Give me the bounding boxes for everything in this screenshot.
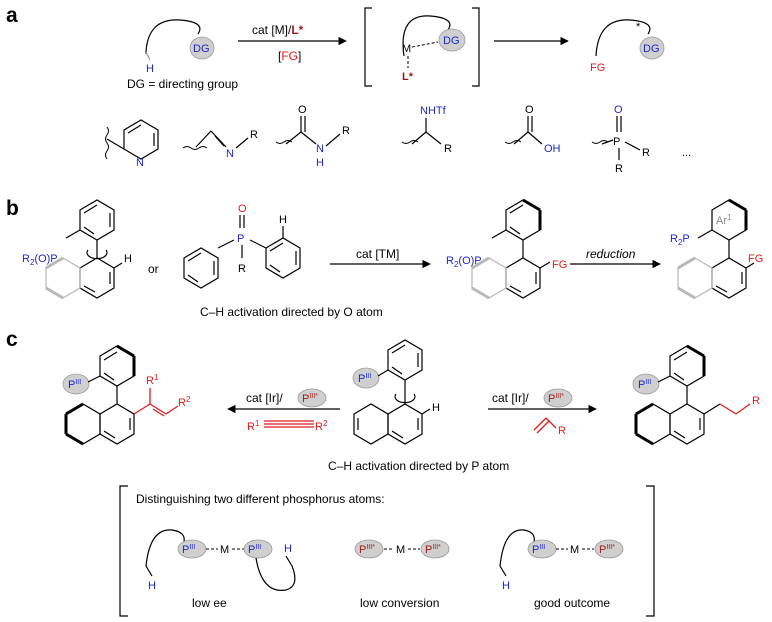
svg-text:H: H bbox=[432, 402, 440, 414]
reagent-b: cat [TM] bbox=[356, 247, 399, 261]
product-DG-label: DG bbox=[643, 43, 660, 55]
svg-text:...: ... bbox=[682, 147, 691, 159]
reagent-c-left: cat [Ir]/ bbox=[246, 391, 283, 405]
case1-label: low ee bbox=[192, 596, 227, 610]
ligand-left: PIII* bbox=[302, 393, 318, 405]
c-left-R2: R2 bbox=[178, 395, 191, 409]
panel-a-product: DG * FG bbox=[590, 19, 665, 74]
c-left-R1: R1 bbox=[146, 373, 159, 387]
svg-text:PIII: PIII bbox=[248, 544, 261, 556]
svg-text:O: O bbox=[525, 104, 534, 116]
box-title: Distinguishing two different phosphorus … bbox=[136, 492, 385, 506]
case-low-conversion: PIII* M PIII* low conversion bbox=[354, 539, 450, 610]
svg-text:FG: FG bbox=[552, 259, 567, 271]
panel-a-substrate: H DG bbox=[145, 19, 215, 75]
dg-definition: DG = directing group bbox=[127, 77, 238, 91]
svg-text:PIII*: PIII* bbox=[425, 544, 441, 556]
svg-text:M: M bbox=[396, 544, 405, 556]
svg-text:H: H bbox=[124, 253, 132, 265]
svg-text:OH: OH bbox=[544, 143, 561, 155]
panel-b-product-1: R2(O)P FG bbox=[446, 198, 567, 300]
panel-b-substrate-2: O P R H bbox=[183, 203, 301, 289]
substrate-H-label: H bbox=[146, 63, 154, 75]
svg-text:PIII*: PIII* bbox=[359, 544, 375, 556]
intermediate-M-label: M bbox=[402, 43, 411, 55]
dg-bubble bbox=[189, 36, 215, 60]
panel-b-substrate-1: R2(O)P H bbox=[22, 199, 132, 300]
svg-text:R2: R2 bbox=[315, 419, 328, 433]
svg-text:N: N bbox=[316, 143, 324, 155]
alkyne-reagent: R1 R2 bbox=[247, 419, 328, 433]
panel-a-label: a bbox=[6, 4, 18, 27]
svg-text:R: R bbox=[238, 263, 246, 275]
caption-c: C–H activation directed by P atom bbox=[328, 459, 509, 473]
panel-c-product-left: PIII R1 R2 bbox=[62, 344, 191, 446]
product-FG-label: FG bbox=[590, 62, 605, 74]
svg-text:O: O bbox=[614, 104, 623, 116]
svg-text:PIII*: PIII* bbox=[599, 544, 615, 556]
svg-text:N: N bbox=[226, 148, 234, 160]
svg-text:FG: FG bbox=[748, 253, 763, 265]
intermediate-DG-label: DG bbox=[443, 35, 460, 47]
svg-text:H: H bbox=[284, 543, 292, 555]
svg-text:P: P bbox=[237, 233, 244, 245]
svg-text:R: R bbox=[642, 147, 650, 159]
c-right-P: PIII bbox=[638, 379, 651, 391]
svg-text:R: R bbox=[250, 129, 258, 141]
svg-text:H: H bbox=[279, 214, 287, 226]
svg-text:R: R bbox=[615, 163, 623, 175]
case3-label: good outcome bbox=[534, 596, 610, 610]
c-left-P: PIII bbox=[68, 379, 81, 391]
svg-text:R: R bbox=[752, 395, 760, 407]
svg-text:H: H bbox=[316, 157, 324, 169]
svg-text:O: O bbox=[298, 104, 307, 116]
svg-text:R: R bbox=[558, 425, 566, 437]
svg-text:P: P bbox=[613, 136, 620, 148]
svg-text:H: H bbox=[502, 580, 510, 592]
case2-label: low conversion bbox=[360, 596, 439, 610]
alkene-reagent: R bbox=[533, 417, 566, 437]
panel-c-product-right: PIII R bbox=[632, 344, 760, 446]
reduction-label: reduction bbox=[586, 247, 636, 261]
panel-a-intermediate: DG M L* bbox=[364, 7, 480, 87]
distinguishing-box: Distinguishing two different phosphorus … bbox=[119, 485, 655, 617]
svg-text:R1: R1 bbox=[247, 419, 260, 433]
b-sm1-group: R2(O)P bbox=[22, 253, 58, 267]
svg-text:N: N bbox=[136, 157, 144, 169]
dg-examples-row: N N R O N H R NHTf R O OH bbox=[105, 104, 691, 175]
c-sm-P: PIII bbox=[358, 373, 371, 385]
svg-text:O: O bbox=[238, 203, 247, 215]
ligand-bubble-left bbox=[297, 388, 327, 408]
or-text: or bbox=[148, 262, 159, 276]
intermediate-L-label: L* bbox=[402, 71, 414, 83]
case-low-ee: H PIII M PIII H low ee bbox=[145, 529, 296, 610]
reagent-a-top: cat [M]/L* bbox=[252, 23, 304, 37]
svg-text:PIII: PIII bbox=[182, 544, 195, 556]
ligand-right: PIII* bbox=[548, 393, 564, 405]
substrate-DG-label: DG bbox=[193, 43, 210, 55]
ligand-bubble-right bbox=[543, 388, 573, 408]
b-prod1-group: R2(O)P bbox=[446, 255, 482, 269]
panel-c-substrate: PIII H bbox=[352, 339, 440, 445]
ar1-label: Ar1 bbox=[716, 213, 732, 227]
panel-b-product-2: Ar1 R2P FG bbox=[670, 198, 763, 300]
svg-text:M: M bbox=[220, 544, 229, 556]
svg-text:PIII: PIII bbox=[532, 544, 545, 556]
svg-text:H: H bbox=[148, 580, 156, 592]
caption-b: C–H activation directed by O atom bbox=[200, 305, 383, 319]
svg-text:M: M bbox=[570, 544, 579, 556]
svg-text:NHTf: NHTf bbox=[420, 105, 447, 117]
svg-text:R: R bbox=[444, 143, 452, 155]
product-star: * bbox=[636, 21, 641, 33]
panel-c-label: c bbox=[6, 328, 18, 351]
case-good-outcome: H PIII M PIII* good outcome bbox=[499, 529, 624, 610]
panel-b-label: b bbox=[6, 197, 19, 220]
reagent-a-bottom: [FG] bbox=[278, 49, 301, 63]
reagent-c-right: cat [Ir]/ bbox=[492, 391, 529, 405]
b-prod2-group: R2P bbox=[670, 233, 690, 247]
svg-text:R: R bbox=[342, 125, 350, 137]
